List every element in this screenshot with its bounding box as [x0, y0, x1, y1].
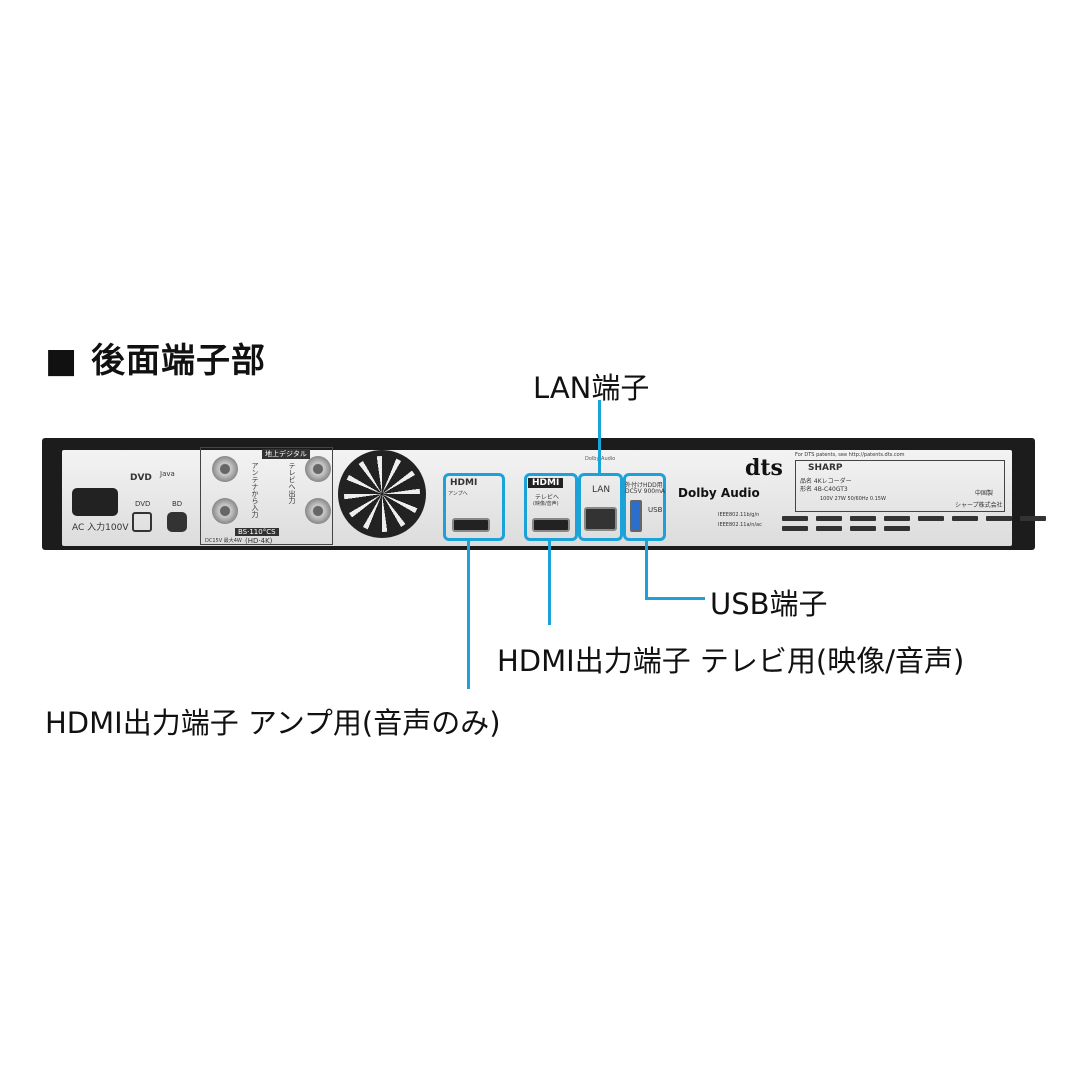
dolby-audio-logo: Dolby Audio: [678, 486, 760, 500]
lan-port: [584, 507, 617, 531]
hdmi-tv-callout-label: HDMI出力端子 テレビ用(映像/音声): [497, 644, 965, 678]
power-supply-label: DC15V 最大4W: [205, 538, 242, 544]
model-name-label: 品名 4Kレコーダー: [800, 478, 852, 485]
hdmi-amp-callout-line: [467, 541, 470, 689]
hdmi-tv-highlight: [524, 473, 578, 541]
hdmi-amp-logo: HDMI: [450, 478, 478, 488]
lan-callout-line: [598, 400, 601, 474]
usb-callout-line-v: [645, 541, 648, 599]
brand-label: SHARP: [808, 463, 843, 473]
bd-region-label: BD: [172, 500, 183, 508]
dts-logo: dts: [745, 455, 783, 481]
bs-sub-label: (HD·4K): [245, 537, 273, 545]
bs-label: BS·110°CS: [235, 528, 279, 536]
hdmi-amp-highlight: [443, 473, 505, 541]
rated-label: 100V 27W 50/60Hz 0.15W: [820, 496, 886, 502]
vent-row-1: [782, 516, 1046, 521]
lan-port-label: LAN: [592, 485, 611, 495]
antenna-in-label: アンテナから入力: [251, 462, 259, 518]
tv-out-label: テレビへ出力: [288, 462, 296, 504]
dts-patent-note: For DTS patents, see http://patents.dts.…: [795, 452, 905, 458]
hdd-sub-label: DC5V 900mA: [625, 488, 666, 495]
maker-label: シャープ株式会社: [955, 502, 1003, 509]
fan-vent: [338, 450, 426, 538]
tv-out-bs-connector: [305, 498, 331, 524]
rating-label: [795, 460, 1005, 512]
antenna-block: [200, 447, 333, 545]
hdmi-tv-port: [532, 518, 570, 532]
tv-out-terrestrial-connector: [305, 456, 331, 482]
wifi2-label: IEEE802.11a/n/ac: [718, 522, 762, 528]
dvd-logo: DVD: [130, 473, 152, 483]
hdmi-tv-label: テレビへ: [535, 494, 560, 501]
dvd-region-label: DVD: [135, 500, 151, 508]
vent-row-2: [782, 526, 910, 531]
hdmi-amp-callout-label: HDMI出力端子 アンプ用(音声のみ): [45, 706, 501, 740]
java-logo: Java: [160, 470, 175, 478]
ac-label: AC 入力100V: [72, 523, 129, 533]
hdmi-tv-sub-label: (映像/音声): [533, 501, 559, 507]
hdmi-tv-callout-line: [548, 541, 551, 625]
hdmi-tv-logo: HDMI: [528, 478, 564, 488]
made-in-label: 中国製: [975, 490, 994, 497]
antenna-in-bs-connector: [212, 498, 238, 524]
usb-callout-line-h: [645, 597, 705, 600]
bd-region-icon: [167, 512, 187, 532]
model-label: 形名 4B-C40GT3: [800, 486, 848, 493]
usb-port: [630, 500, 642, 532]
lan-highlight: [578, 473, 623, 541]
hdmi-amp-port: [452, 518, 490, 532]
usb-highlight: [623, 473, 666, 541]
wifi-label: IEEE802.11b/g/n: [718, 512, 760, 518]
lan-callout-label: LAN端子: [533, 371, 650, 405]
ac-inlet: [72, 488, 118, 516]
antenna-in-terrestrial-connector: [212, 456, 238, 482]
dvd-region-icon: [132, 512, 152, 532]
page-title: ■ 後面端子部: [45, 341, 266, 381]
hdmi-amp-label: アンプへ: [448, 491, 468, 497]
usb-port-label: USB: [648, 506, 663, 514]
terrestrial-label: 地上デジタル: [262, 449, 310, 459]
hdd-label: 外付けHDD用: [625, 482, 663, 489]
usb-callout-label: USB端子: [710, 587, 828, 621]
